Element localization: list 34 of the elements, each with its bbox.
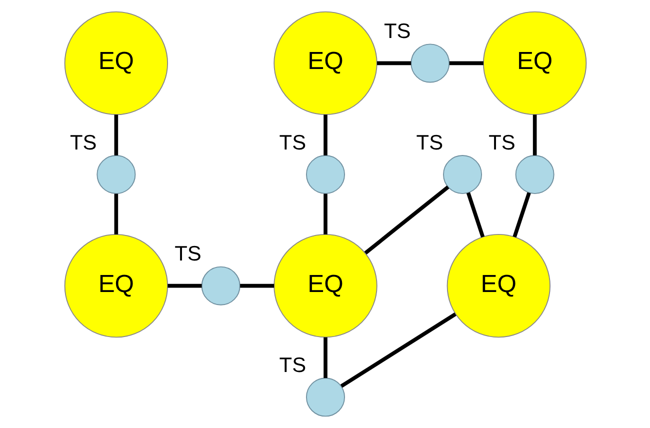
connector <box>240 284 274 288</box>
connector <box>114 194 118 234</box>
node-label: TS <box>488 131 515 154</box>
connector <box>323 194 327 234</box>
node-label: TS <box>278 131 306 154</box>
connector <box>114 114 118 156</box>
connector <box>448 61 483 66</box>
connector <box>167 284 202 288</box>
node-label: TS <box>278 354 306 378</box>
connector <box>340 312 456 388</box>
node-circle <box>306 378 344 417</box>
connector <box>466 192 484 238</box>
node-circle: EQ <box>482 11 586 116</box>
connector <box>323 337 327 378</box>
node-circle <box>442 155 482 194</box>
node-circle <box>410 44 450 83</box>
node-circle: EQ <box>446 234 550 338</box>
node-circle: EQ <box>273 11 377 116</box>
node-circle <box>514 155 554 194</box>
node-label: TS <box>174 242 201 266</box>
node-label: TS <box>416 131 443 154</box>
node-circle: EQ <box>64 11 168 116</box>
connector <box>532 114 536 156</box>
node-circle <box>306 155 344 194</box>
node-circle <box>96 155 136 194</box>
connector <box>376 61 411 66</box>
node-label: TS <box>383 20 410 44</box>
node-circle: EQ <box>273 234 377 338</box>
node-circle <box>200 266 240 306</box>
connector <box>364 185 449 254</box>
connector <box>512 192 530 238</box>
node-label: TS <box>69 131 96 154</box>
node-circle: EQ <box>64 234 168 338</box>
connector <box>323 114 327 156</box>
